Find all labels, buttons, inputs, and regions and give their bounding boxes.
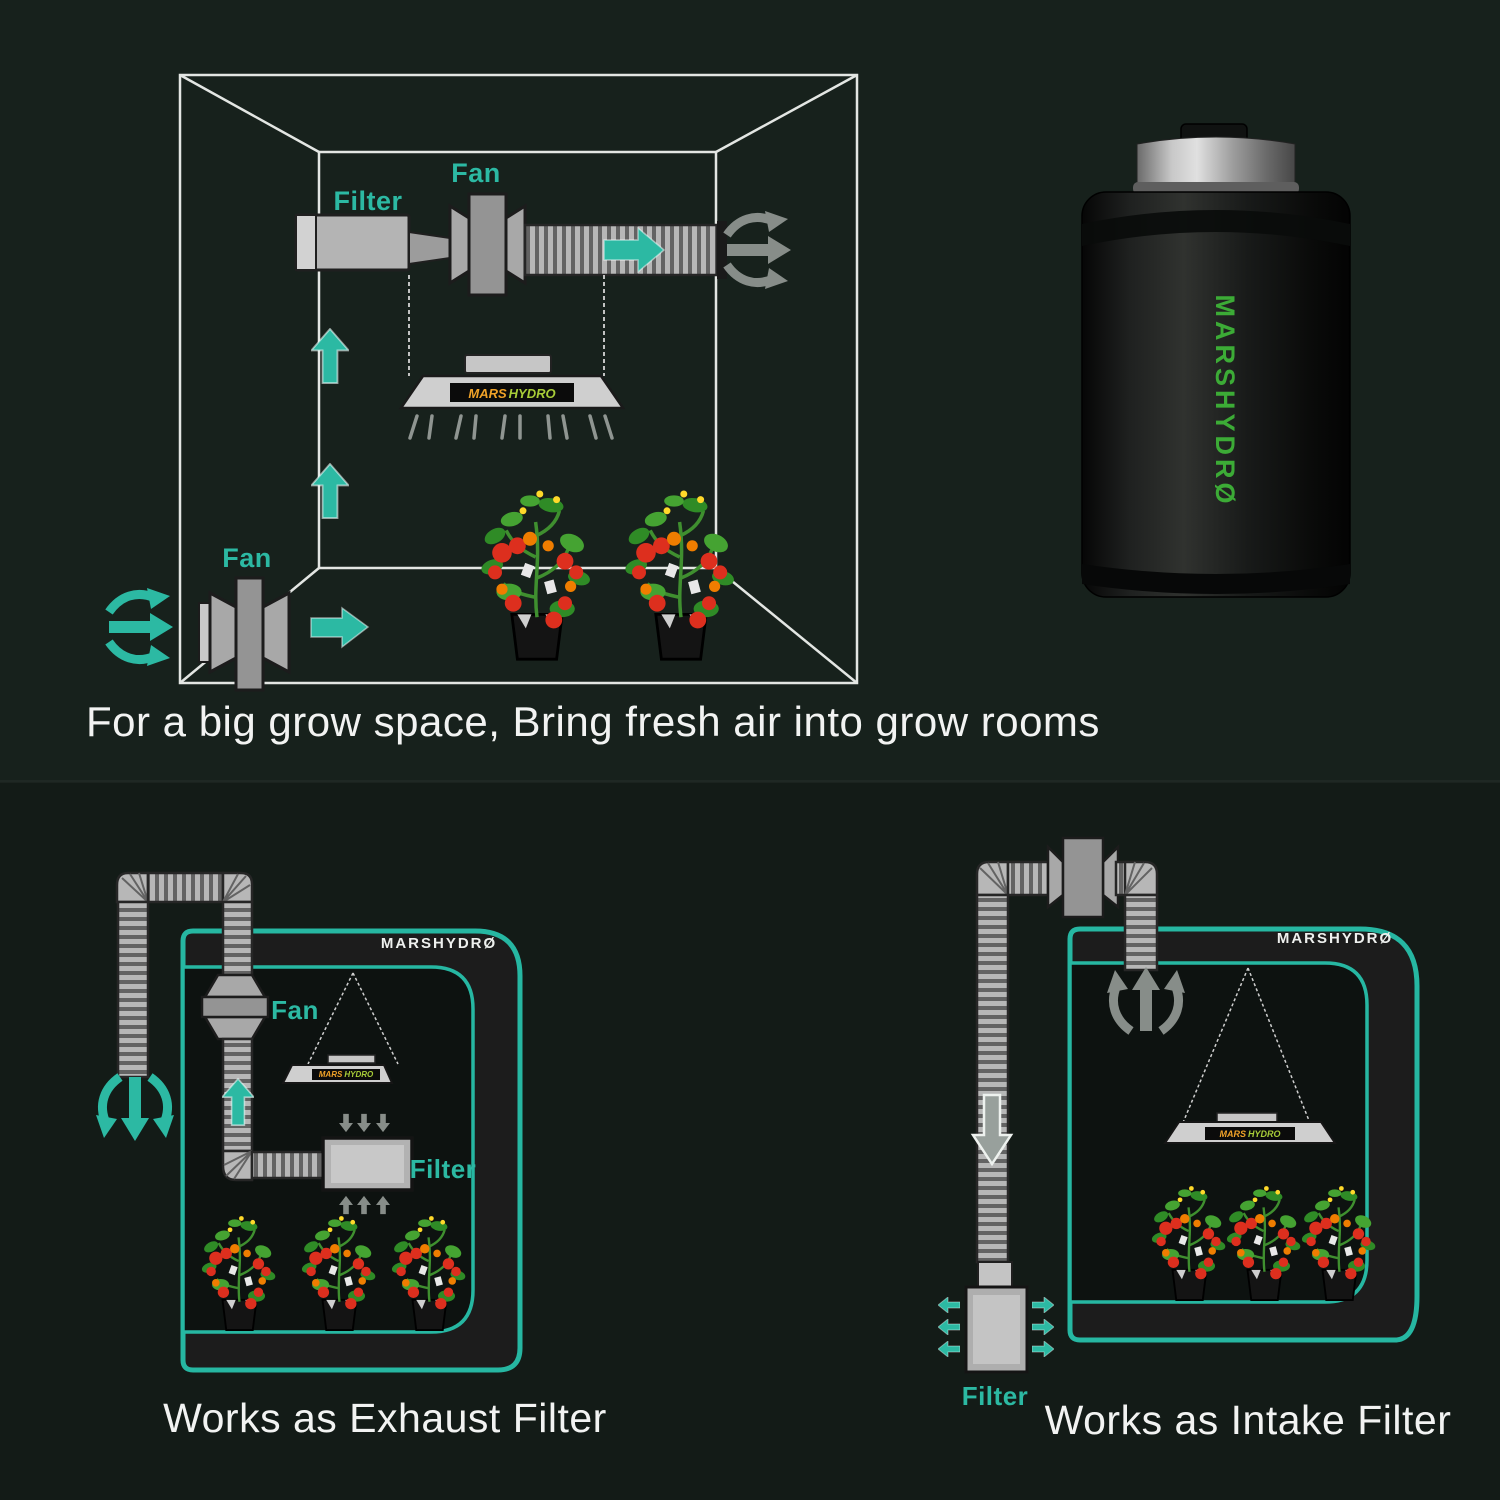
grow-light-icon (398, 275, 626, 440)
exhaust-filter-label: Filter (409, 1154, 477, 1184)
product-bottom-rim (1082, 564, 1350, 594)
grow-light-icon (1163, 967, 1337, 1144)
inline-fan-icon (448, 192, 527, 297)
carbon-filter-product-photo (1081, 123, 1351, 598)
tent-brand-logo: MARSHYDRØ (1276, 930, 1394, 947)
duct-horizontal (1006, 860, 1050, 897)
section-divider (0, 780, 1500, 783)
duct-end-cap (717, 221, 727, 279)
product-brand-text: MARSHYDRØ (1210, 294, 1240, 508)
inline-fan-icon (1046, 836, 1120, 919)
tomato-plant-icon (621, 488, 738, 661)
airflow-up-arrow-icon (311, 463, 349, 519)
carbon-filter-icon (321, 1136, 414, 1192)
exhaust-filter-diagram (60, 871, 523, 1373)
duct-vertical (1123, 893, 1159, 972)
inline-fan-icon (200, 973, 270, 1041)
carbon-filter-icon (294, 213, 411, 272)
duct-horizontal (250, 1150, 325, 1180)
product-top-rim (1082, 210, 1350, 246)
product-flange-lip (1133, 182, 1299, 194)
intake-filter-label: Filter (961, 1381, 1029, 1411)
room-left-fan-label: Fan (222, 543, 272, 573)
airflow-right-arrow-icon (603, 226, 666, 274)
carbon-filter-icon (964, 1285, 1029, 1374)
intake-caption: Works as Intake Filter (1044, 1397, 1452, 1443)
grow-light-icon (281, 972, 399, 1084)
airflow-up-arrow-icon (311, 328, 349, 384)
intake-filter-diagram (938, 836, 1420, 1374)
duct-connector (408, 230, 451, 266)
exhaust-spread-arrows-icon (727, 211, 791, 289)
room-top-fan-label: Fan (451, 158, 501, 188)
airflow-right-arrow-icon (310, 606, 370, 649)
tomato-plant-icon (477, 488, 594, 661)
intake-fan-icon (198, 576, 291, 692)
product-body (1081, 191, 1351, 598)
exhaust-caption: Works as Exhaust Filter (163, 1395, 607, 1441)
tent-brand-logo: MARSHYDRØ (380, 935, 498, 952)
grow-room-diagram (80, 73, 859, 692)
filter-duct-collar (977, 1261, 1013, 1288)
duct-horizontal (146, 871, 225, 904)
fresh-air-spread-arrows-icon (109, 588, 173, 666)
light-rays (408, 414, 614, 440)
exhaust-out-arrows-icon (96, 1077, 174, 1141)
airflow-down-arrow-icon (970, 1093, 1014, 1167)
exhaust-fan-label: Fan (271, 995, 319, 1025)
main-caption: For a big grow space, Bring fresh air in… (86, 698, 1100, 745)
room-wireframe (178, 73, 859, 685)
duct-vertical (975, 893, 1010, 1264)
room-filter-label: Filter (333, 186, 403, 216)
duct-vertical (116, 900, 150, 1079)
duct-vertical (221, 900, 254, 979)
